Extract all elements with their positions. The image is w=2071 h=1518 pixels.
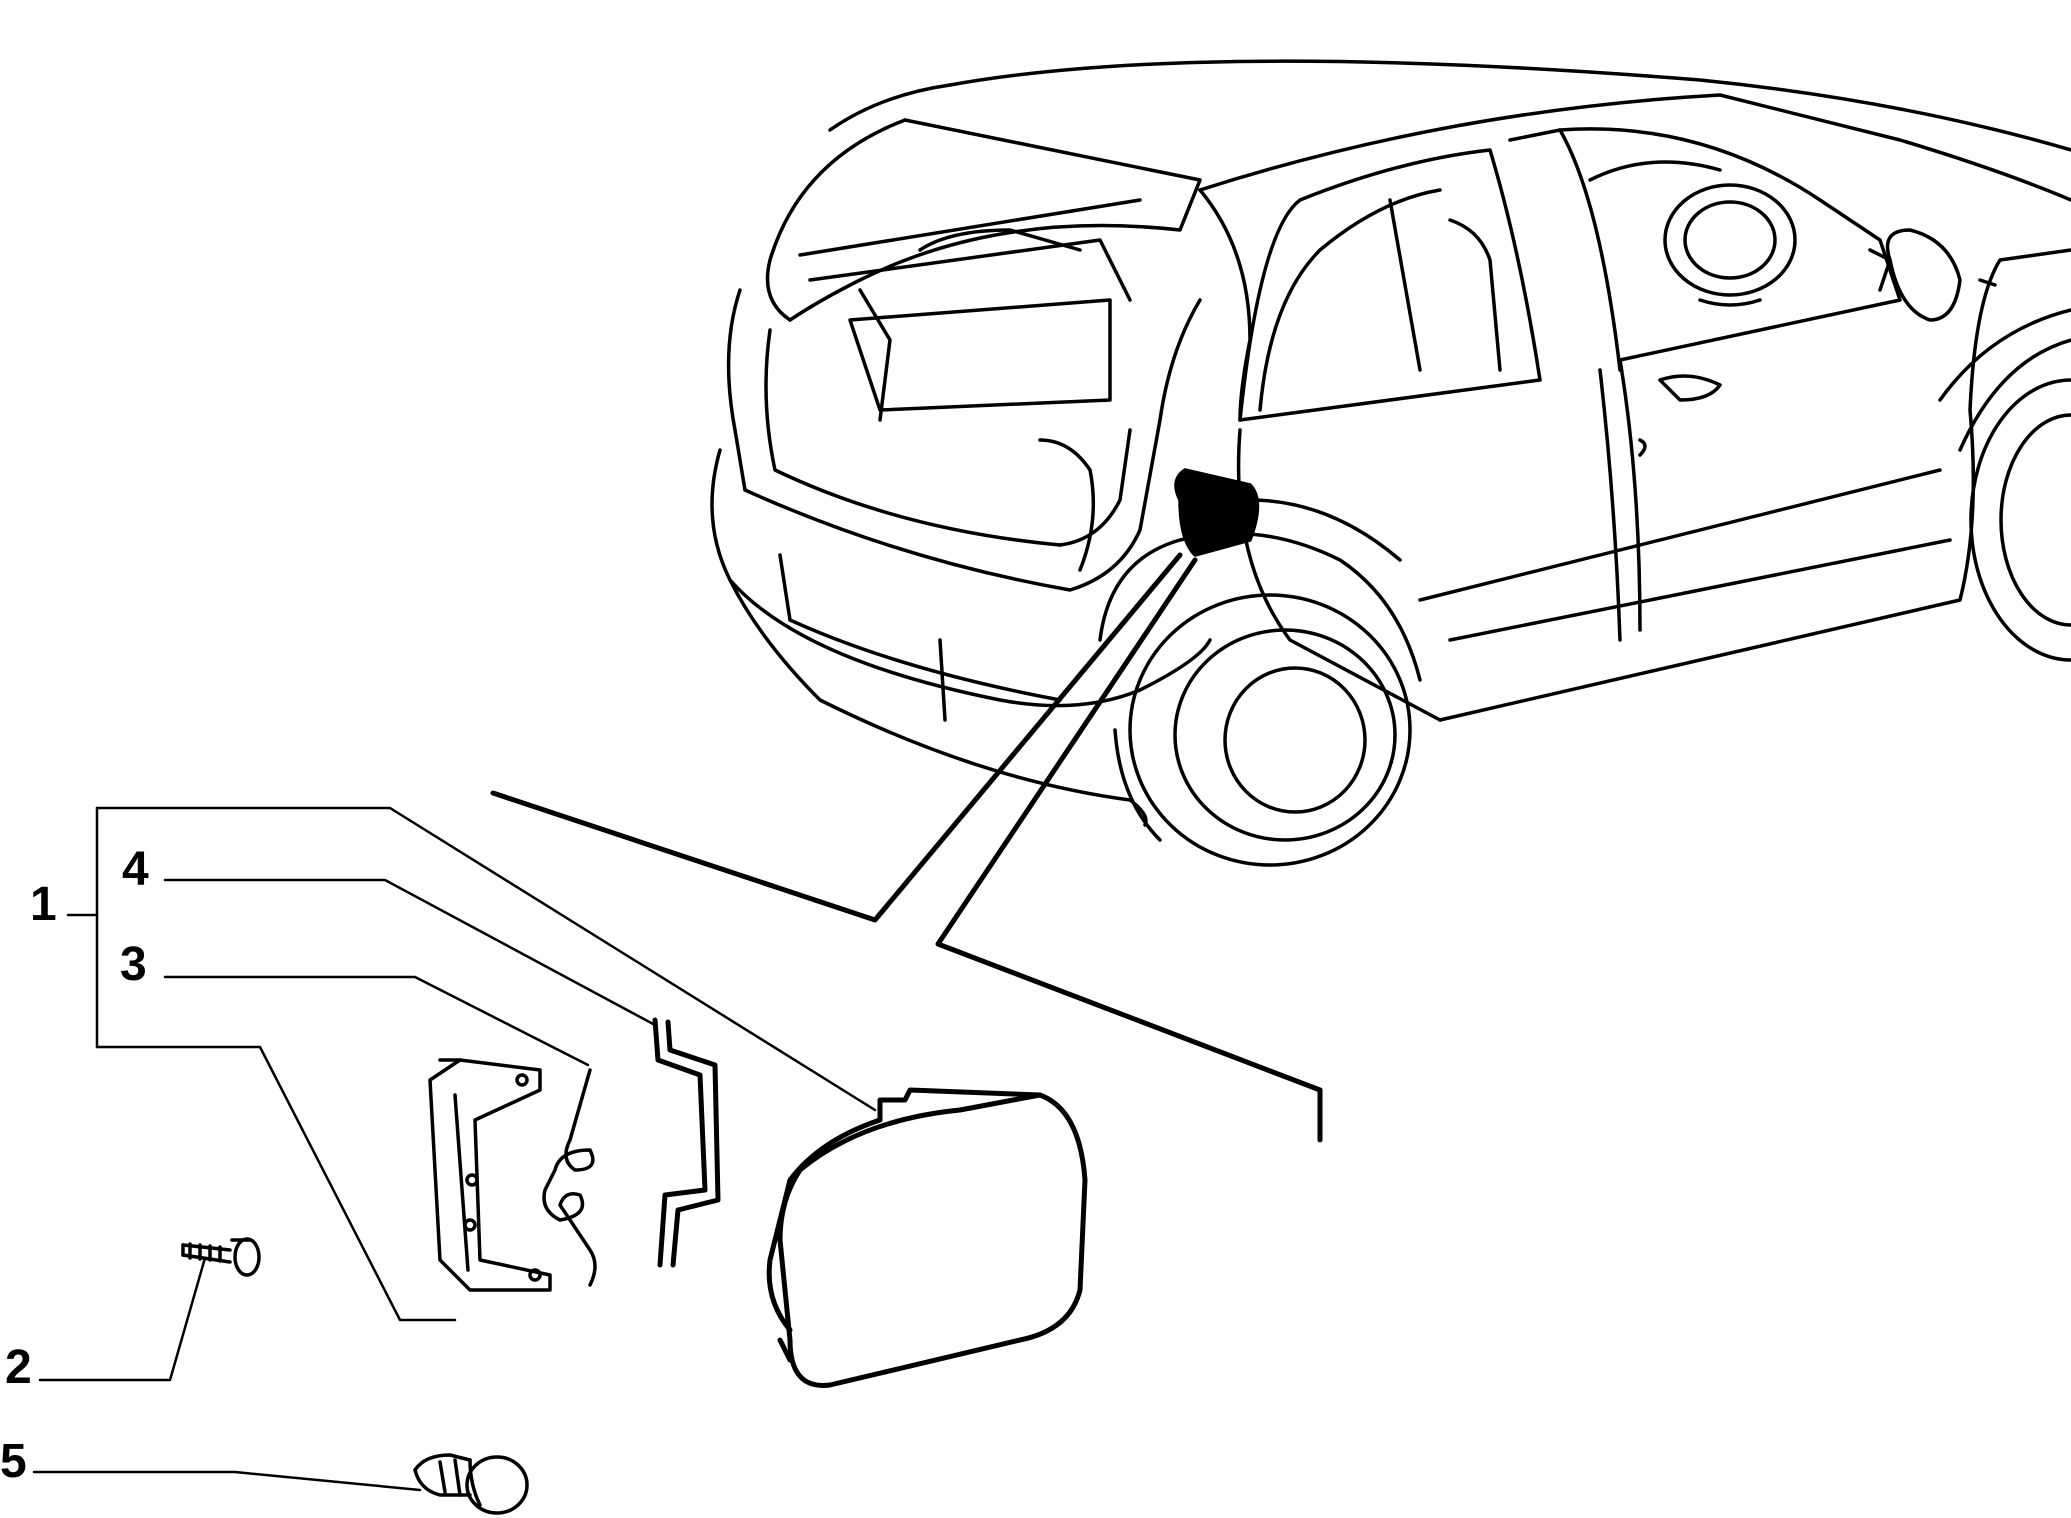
fuel-flap-door-part [766,1087,1088,1388]
callout-labels: 1 2 3 4 5 [0,843,149,1488]
zoom-leader-lines [490,552,1323,1143]
push-clip-part [413,1453,529,1515]
spring-clip-part [542,1068,597,1287]
callout-2: 2 [5,1341,32,1394]
wire-rod-part [652,1017,721,1268]
callout-5: 5 [0,1435,27,1488]
bracket-part [428,1058,552,1292]
callout-leader-lines [32,806,877,1492]
callout-4: 4 [122,843,149,896]
bolt-part [181,1237,261,1277]
callout-3: 3 [120,938,147,991]
car-illustration [710,59,2071,867]
callout-1: 1 [30,878,57,931]
